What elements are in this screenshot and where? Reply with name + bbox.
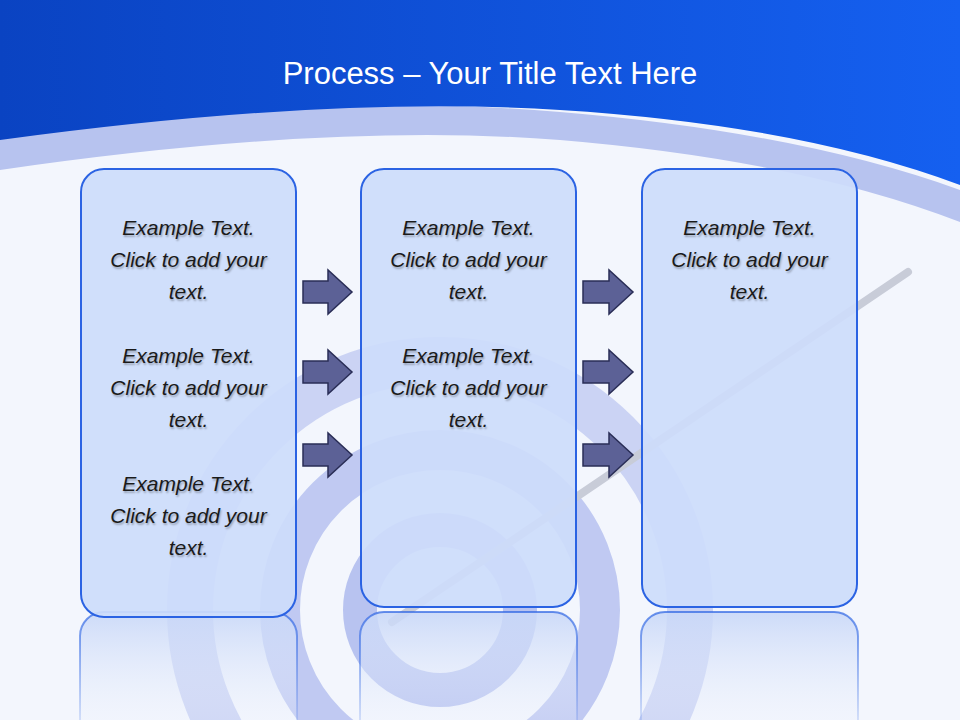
box-text: Example Text. Click to add your text. xyxy=(670,212,830,308)
block-arrow xyxy=(583,270,633,314)
process-box: Example Text. Click to add your text. xyxy=(641,168,858,608)
block-arrow xyxy=(303,350,352,394)
block-arrow xyxy=(583,350,633,394)
box-text: Example Text. Click to add your text. xyxy=(389,212,549,308)
box-text: Example Text. Click to add your text. xyxy=(109,212,269,308)
box-text: Example Text. Click to add your text. xyxy=(109,468,269,564)
block-arrow xyxy=(583,433,633,477)
box-text: Example Text. Click to add your text. xyxy=(109,340,269,436)
box-text: Example Text. Click to add your text. xyxy=(389,340,549,436)
slide-title: Process – Your Title Text Here xyxy=(20,54,960,94)
block-arrow xyxy=(303,433,352,477)
process-box: Example Text. Click to add your text. Exa… xyxy=(360,168,577,608)
process-box: Example Text. Click to add your text. Exa… xyxy=(80,168,297,618)
block-arrow xyxy=(303,270,352,314)
header-bar xyxy=(0,0,960,185)
box-reflections xyxy=(80,612,858,720)
